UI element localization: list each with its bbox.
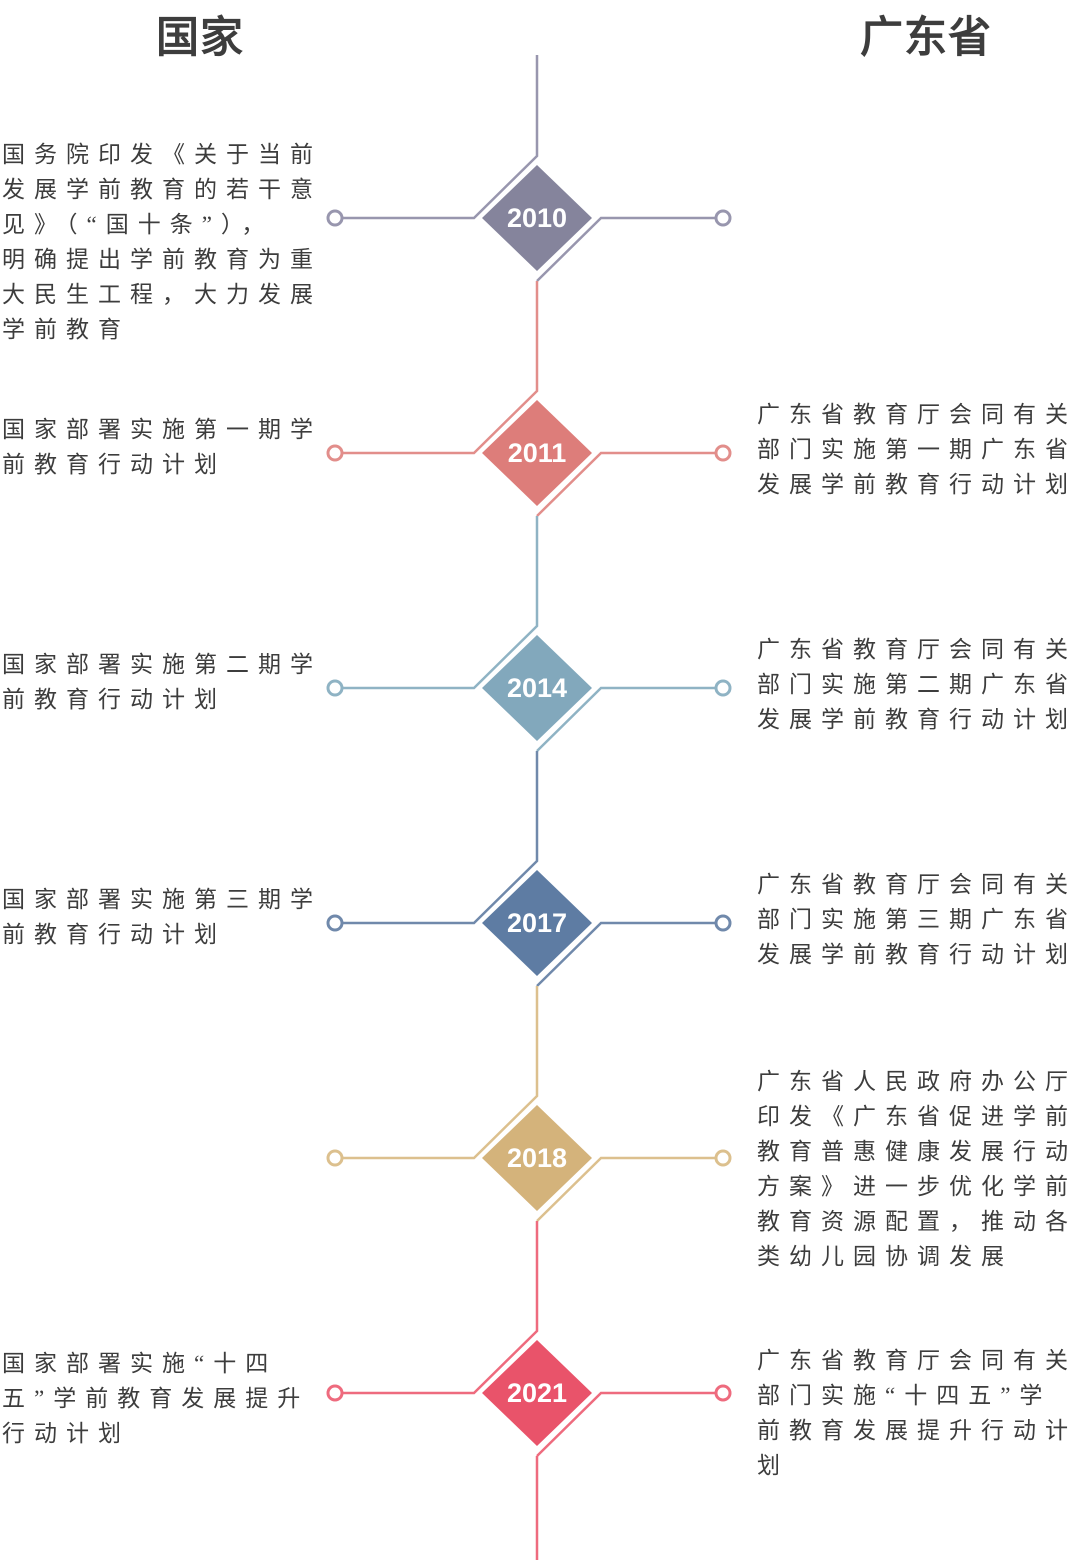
connector-left-2021: [343, 1221, 539, 1395]
right-endpoint-circle-2010: [714, 209, 732, 227]
event-text-national-2017: 国家部署实施第三期学 前教育行动计划: [2, 887, 322, 947]
event-text-national-2011: 国家部署实施第一期学 前教育行动计划: [2, 417, 322, 477]
event-text-national-2014: 国家部署实施第二期学 前教育行动计划: [2, 652, 322, 712]
event-text-national-2021: 国家部署实施“十四 五”学前教育发展提升 行动计划: [2, 1351, 310, 1446]
year-label-2011: 2011: [508, 438, 567, 468]
year-diamond-2010: [482, 165, 592, 271]
left-endpoint-circle-2017: [326, 914, 344, 932]
right-endpoint-circle-2018: [714, 1149, 732, 1167]
year-label-2017: 2017: [507, 908, 567, 938]
timeline-node-2011: 2011: [326, 281, 732, 517]
event-text-national-2010: 国务院印发《关于当前 发展学前教育的若干意 见》（“国十条”）， 明确提出学前教…: [2, 142, 322, 342]
connector-right-2018: [536, 1156, 715, 1222]
left-endpoint-circle-2010: [326, 209, 344, 227]
year-label-2014: 2014: [507, 673, 567, 703]
timeline-node-2017: 2017: [326, 751, 732, 987]
timeline-node-2021: 2021: [326, 1221, 732, 1560]
left-endpoint-circle-2014: [326, 679, 344, 697]
timeline-node-2014: 2014: [326, 516, 732, 752]
event-text-guangdong-2017: 广东省教育厅会同有关 部门实施第三期广东省 发展学前教育行动计划: [757, 872, 1077, 967]
connector-left-2017: [343, 751, 539, 925]
right-endpoint-circle-2017: [714, 914, 732, 932]
year-diamond-2011: [482, 400, 592, 506]
column-header-national: 国家: [156, 14, 244, 62]
left-endpoint-circle-2021: [326, 1384, 344, 1402]
connector-left-2010: [343, 55, 539, 220]
right-endpoint-circle-2014: [714, 679, 732, 697]
connector-left-2014: [343, 516, 539, 690]
year-diamond-2021: [482, 1340, 592, 1446]
event-text-guangdong-2018: 广东省人民政府办公厅 印发《广东省促进学前 教育普惠健康发展行动 方案》进一步优…: [757, 1069, 1077, 1269]
event-text-guangdong-2011: 广东省教育厅会同有关 部门实施第一期广东省 发展学前教育行动计划: [757, 402, 1077, 497]
right-endpoint-circle-2011: [714, 444, 732, 462]
connector-right-2021: [536, 1391, 715, 1457]
connector-right-2011: [536, 451, 715, 517]
event-text-guangdong-2021: 广东省教育厅会同有关 部门实施“十四五”学 前教育发展提升行动计 划: [757, 1348, 1077, 1478]
column-header-guangdong: 广东省: [860, 14, 992, 62]
event-text-guangdong-2014: 广东省教育厅会同有关 部门实施第二期广东省 发展学前教育行动计划: [757, 637, 1077, 732]
year-diamond-2018: [482, 1105, 592, 1211]
left-endpoint-circle-2011: [326, 444, 344, 462]
timeline-node-2018: 2018: [326, 986, 732, 1222]
year-label-2010: 2010: [507, 203, 567, 233]
year-label-2021: 2021: [507, 1378, 567, 1408]
connector-left-2011: [343, 281, 539, 455]
connector-right-2014: [536, 686, 715, 752]
year-diamond-2017: [482, 870, 592, 976]
timeline-node-2010: 2010: [326, 55, 732, 282]
left-endpoint-circle-2018: [326, 1149, 344, 1167]
year-label-2018: 2018: [507, 1143, 567, 1173]
connector-left-2018: [343, 986, 539, 1160]
connector-right-2010: [536, 216, 715, 282]
connector-right-2017: [536, 921, 715, 987]
year-diamond-2014: [482, 635, 592, 741]
right-endpoint-circle-2021: [714, 1384, 732, 1402]
